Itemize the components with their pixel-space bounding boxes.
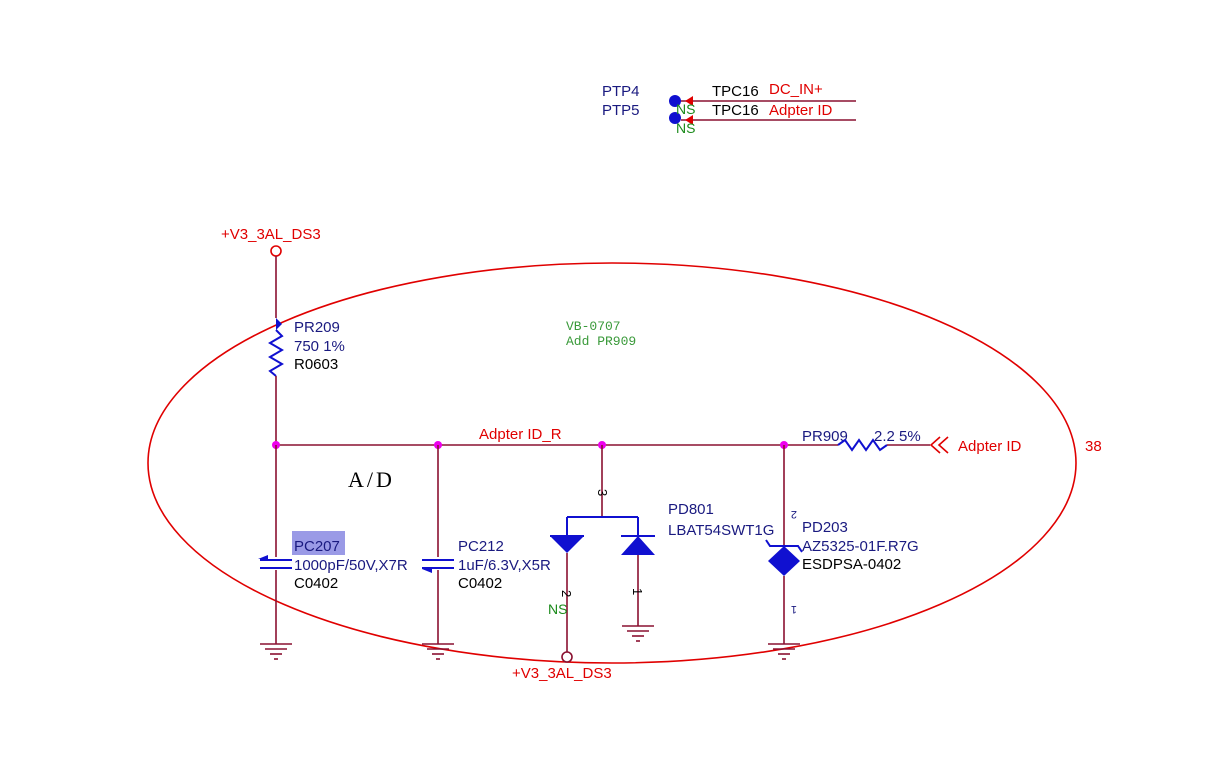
ptp5-net-label[interactable]: Adpter ID xyxy=(769,102,833,119)
offpage-connector-chevron-1 xyxy=(929,436,941,454)
ptp5-ref: PTP5 xyxy=(602,102,640,119)
note-line2: Add PR909 xyxy=(566,334,636,349)
ptp5-arrow xyxy=(685,115,693,125)
pr909-resistor-symbol[interactable] xyxy=(837,438,888,452)
pc212-ref: PC212 xyxy=(458,538,504,555)
adpter-id-r-net-label[interactable]: Adpter ID_R xyxy=(479,426,562,443)
offpage-connector-chevron-2 xyxy=(937,436,949,454)
ptp4-ns-mark: NS xyxy=(676,101,695,117)
test-point-group: PTP4 PTP5 TPC16 TPC16 DC_IN+ Adpter ID N… xyxy=(602,81,856,136)
ptp4-ref: PTP4 xyxy=(602,83,640,100)
pr209-ref: PR209 xyxy=(294,319,340,336)
pr909-value: 2.2 5% xyxy=(874,428,921,445)
ptp5-pad[interactable] xyxy=(669,112,681,124)
note-line1: VB-0707 xyxy=(566,319,621,334)
pc207-pin1-marker xyxy=(258,555,268,559)
pc207-value: 1000pF/50V,X7R xyxy=(294,557,408,574)
pr209-value: 750 1% xyxy=(294,338,345,355)
adpter-id-offpage-label[interactable]: Adpter ID xyxy=(958,438,1022,455)
pc212-value: 1uF/6.3V,X5R xyxy=(458,557,551,574)
pc212-pin1-marker xyxy=(422,569,432,573)
pc207-selection-highlight xyxy=(292,531,345,555)
pd801-pin1-number: 1 xyxy=(630,588,645,595)
pd801-pin3-number: 3 xyxy=(595,489,610,496)
pc207-ground-icon xyxy=(260,643,292,660)
top-power-rail-port xyxy=(270,245,282,257)
pd203-upper-triangle xyxy=(768,546,800,561)
pd801-left-diode-triangle xyxy=(550,536,584,553)
page-ref-label: 38 xyxy=(1085,438,1102,455)
pd203-pin2-number: 2 xyxy=(791,508,797,520)
ptp4-arrow xyxy=(685,96,693,106)
ptp5-value: TPC16 xyxy=(712,102,759,119)
pd203-part: AZ5325-01F.R7G xyxy=(802,538,919,555)
pd203-ground-icon xyxy=(768,643,800,660)
pd801-right-diode-triangle xyxy=(621,536,655,555)
section-label-ad: A/D xyxy=(348,467,395,492)
pd203-ref: PD203 xyxy=(802,519,848,536)
pd203-package: ESDPSA-0402 xyxy=(802,556,901,573)
pd801-ref: PD801 xyxy=(668,501,714,518)
pd203-lower-triangle xyxy=(768,561,800,576)
revision-cloud-ellipse xyxy=(147,262,1077,664)
pc207-package: C0402 xyxy=(294,575,338,592)
top-power-rail-label[interactable]: +V3_3AL_DS3 xyxy=(221,226,321,243)
pr209-pin1-marker xyxy=(276,318,282,330)
pr209-package: R0603 xyxy=(294,356,338,373)
pd801-diode-symbol[interactable] xyxy=(550,516,655,555)
pd801-ns-mark: NS xyxy=(548,601,567,617)
pc207-ref[interactable]: PC207 xyxy=(294,538,340,555)
pd203-tvs-diode-symbol[interactable] xyxy=(765,539,803,576)
bottom-power-rail-label[interactable]: +V3_3AL_DS3 xyxy=(512,665,612,682)
ptp4-pad[interactable] xyxy=(669,95,681,107)
pr209-zigzag xyxy=(268,329,284,377)
pc212-capacitor-symbol[interactable] xyxy=(422,559,454,573)
ptp4-net-label[interactable]: DC_IN+ xyxy=(769,81,823,98)
pr209-resistor-symbol[interactable] xyxy=(268,318,284,377)
pc207-capacitor-symbol[interactable] xyxy=(258,555,292,569)
ptp4-value: TPC16 xyxy=(712,83,759,100)
pd203-pin1-number: 1 xyxy=(791,603,797,615)
ptp5-ns-mark: NS xyxy=(676,120,695,136)
pd801-part: LBAT54SWT1G xyxy=(668,522,774,539)
pd801-pin2-number: 2 xyxy=(559,590,574,597)
pr909-ref: PR909 xyxy=(802,428,848,445)
bottom-power-rail-port xyxy=(561,651,573,663)
pc212-package: C0402 xyxy=(458,575,502,592)
pd801-ground-icon xyxy=(622,625,654,642)
pc212-ground-icon xyxy=(422,643,454,660)
